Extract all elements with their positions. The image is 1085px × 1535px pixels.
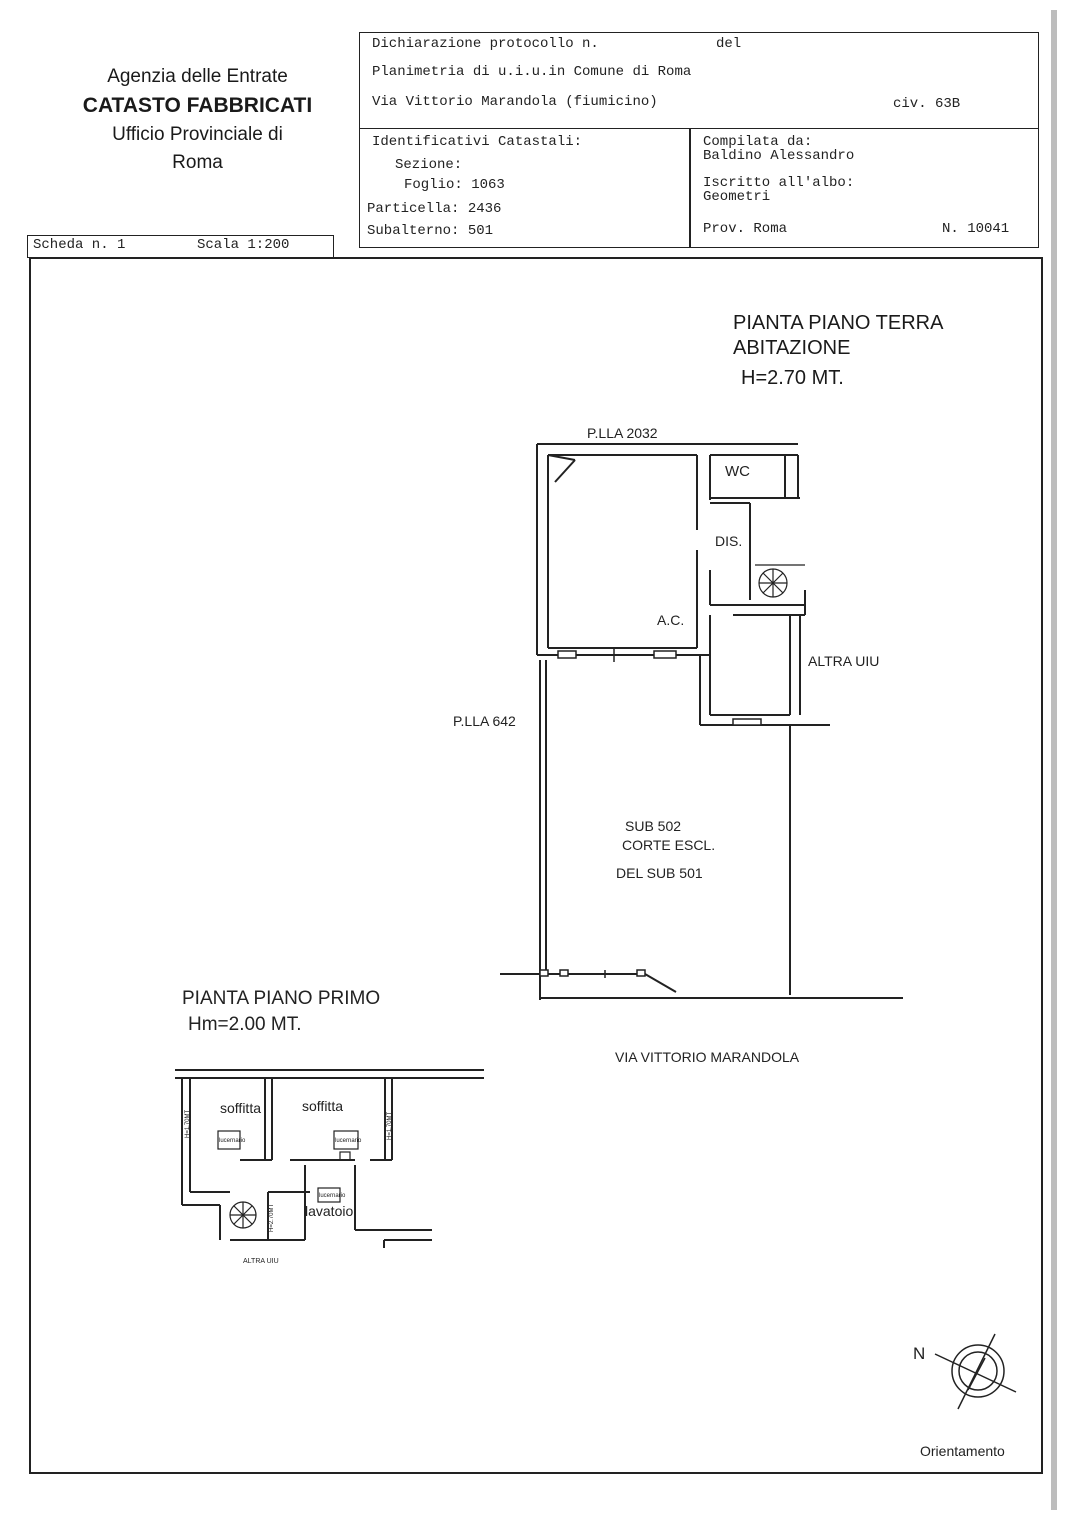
compass-rose	[934, 1333, 1017, 1410]
lavatoio-label: lavatoio	[305, 1203, 353, 1219]
soffitta-left: soffitta	[220, 1100, 261, 1116]
agency-name: Agenzia delle Entrate	[107, 66, 288, 87]
height-left: H=1.70MT	[185, 1109, 191, 1138]
scale: Scala 1:200	[197, 237, 290, 253]
sezione: Sezione:	[395, 157, 463, 173]
dis-label: DIS.	[715, 533, 742, 549]
north-label: N	[913, 1344, 925, 1363]
office-name: Ufficio Provinciale di	[112, 124, 283, 145]
compiler-box	[689, 128, 1039, 248]
catasto-title: CATASTO FABBRICATI	[82, 94, 313, 117]
plan-line: Planimetria di u.i.u.in Comune di Roma	[372, 64, 692, 80]
lucernario-right: lucernario	[335, 1138, 362, 1144]
first-stair	[229, 1201, 257, 1229]
ground-stair	[755, 564, 805, 598]
compiler-label: Compilata da:	[703, 134, 813, 150]
ac-label: A.C.	[657, 612, 684, 628]
sheet-number: Scheda n. 1	[33, 237, 126, 253]
street-label: VIA VITTORIO MARANDOLA	[615, 1049, 800, 1065]
first-floor-plan	[175, 1069, 484, 1248]
first-altra-uiu: ALTRA UIU	[243, 1258, 279, 1265]
del-label: del	[716, 36, 742, 52]
height-stair: H=2.70MT	[269, 1203, 275, 1232]
province: Prov. Roma	[703, 221, 788, 237]
height-right: H=1.70MT	[387, 1111, 393, 1140]
albo-label: Iscritto all'albo:	[703, 175, 855, 191]
subalterno: Subalterno: 501	[367, 223, 494, 239]
first-floor-title: PIANTA PIANO PRIMO	[182, 988, 380, 1009]
ground-floor-plan	[500, 443, 903, 1000]
lucernario-bottom: lucernario	[319, 1193, 346, 1199]
particella: Particella: 2436	[367, 201, 502, 217]
plla-2032-label: P.LLA 2032	[587, 425, 658, 441]
windows	[539, 648, 762, 978]
altra-uiu-label: ALTRA UIU	[808, 653, 879, 669]
compiler-name: Baldino Alessandro	[703, 148, 855, 164]
court-label-2: CORTE ESCL.	[622, 837, 715, 853]
soffitta-right: soffitta	[302, 1098, 343, 1114]
skylights	[217, 1130, 359, 1203]
court-label-1: SUB 502	[625, 818, 681, 834]
identifiers-title: Identificativi Catastali:	[372, 134, 583, 150]
albo-value: Geometri	[703, 189, 771, 205]
orientation-label: Orientamento	[920, 1443, 1005, 1459]
civic-number: civ. 63B	[893, 96, 961, 112]
court-label-3: DEL SUB 501	[616, 865, 703, 881]
first-floor-height: Hm=2.00 MT.	[188, 1014, 302, 1035]
identifiers-box	[359, 128, 691, 248]
office-city: Roma	[172, 152, 223, 173]
scan-edge	[1051, 10, 1057, 1510]
ground-floor-height: H=2.70 MT.	[741, 367, 844, 389]
wc-label: WC	[725, 463, 750, 480]
lucernario-left: lucernario	[219, 1138, 246, 1144]
ground-floor-title: PIANTA PIANO TERRA	[733, 312, 944, 334]
registration-number: N. 10041	[942, 221, 1010, 237]
drawing-frame	[29, 257, 1043, 1474]
address-line: Via Vittorio Marandola (fiumicino)	[372, 94, 658, 110]
foglio: Foglio: 1063	[404, 177, 505, 193]
protocol-label: Dichiarazione protocollo n.	[372, 36, 599, 52]
plla-642-label: P.LLA 642	[453, 713, 516, 729]
ground-floor-use: ABITAZIONE	[733, 337, 851, 359]
